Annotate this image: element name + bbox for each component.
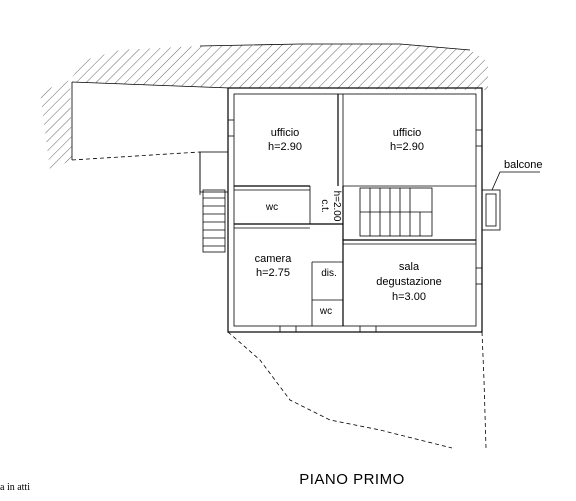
terrain-hatch [40,43,488,170]
room-ufficio-left-height: h=2.90 [268,141,302,153]
room-wc-bottom-name: wc [319,306,332,317]
drawing-title: PIANO PRIMO [299,471,405,488]
site-boundary [227,331,487,449]
room-ufficio-right-name: ufficio [393,127,422,139]
room-camera-height: h=2.75 [256,267,290,279]
external-staircase [202,189,226,253]
footer-note: a in atti [0,482,30,493]
interior-partitions [234,94,476,326]
room-wc-top-name: wc [265,202,278,213]
room-ufficio-left-name: ufficio [271,127,300,139]
terrace-outline [71,81,231,195]
room-sala-line1: sala [399,261,420,273]
internal-staircase [359,187,433,237]
room-ct-height: h=2.00 [331,191,342,222]
balcony [481,171,540,231]
room-sala-line2: degustazione [376,276,441,288]
balcone-label: balcone [504,159,543,171]
room-sala-height: h=3.00 [392,291,426,303]
room-camera-name: camera [255,253,293,265]
room-ct-name: c.t. [319,199,330,212]
room-dis-name: dis. [321,268,337,279]
room-ufficio-right-height: h=2.90 [390,141,424,153]
openings [228,119,482,332]
